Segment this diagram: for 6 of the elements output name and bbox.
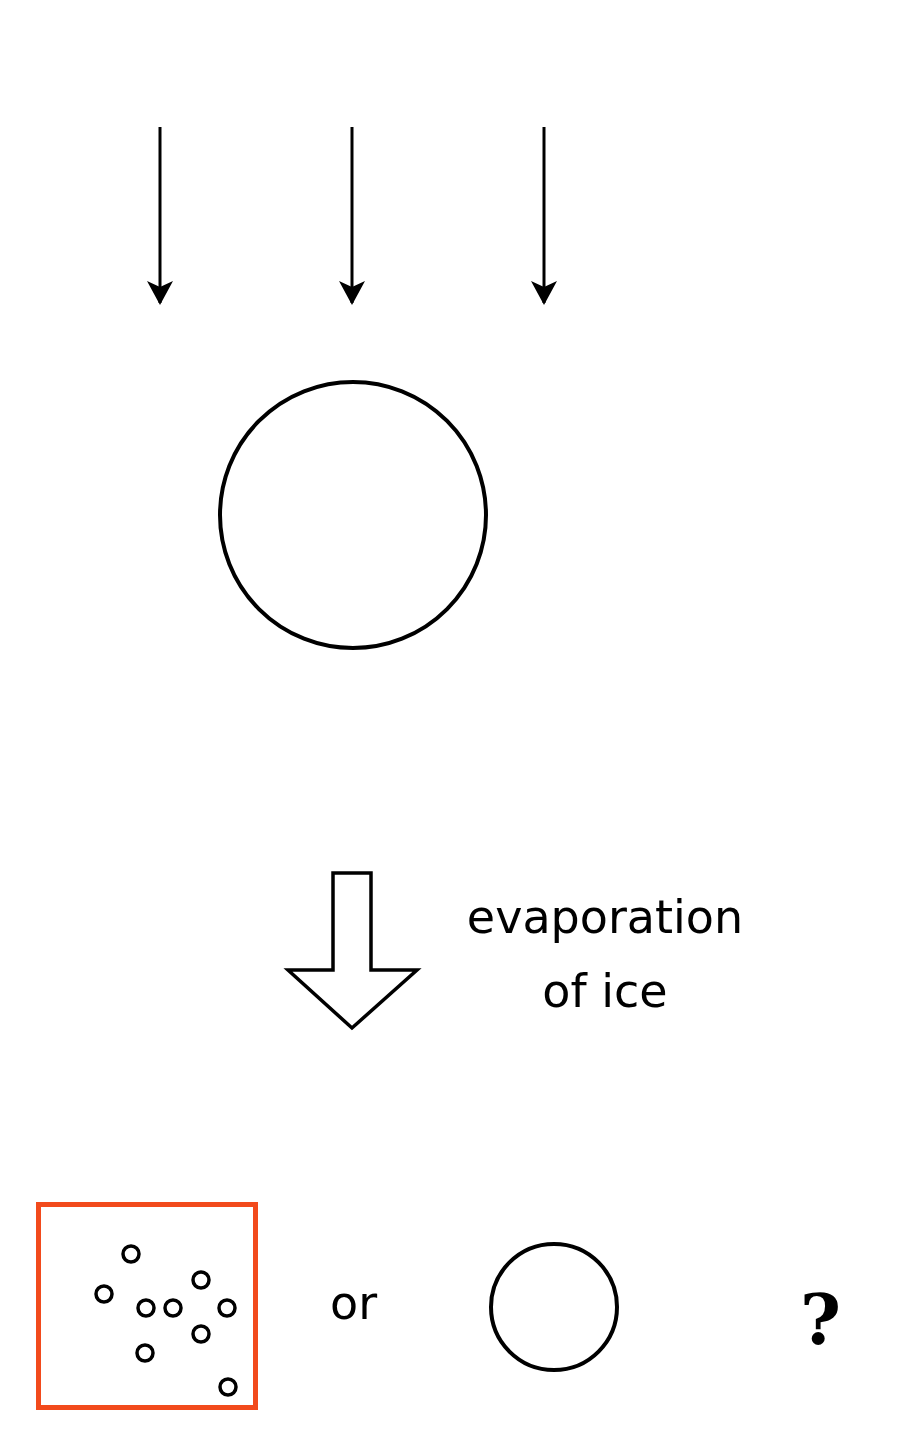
process-label: evaporation of ice (465, 889, 745, 1020)
particle-box (36, 1202, 258, 1410)
or-text: or (330, 1280, 378, 1326)
circle-shape (218, 380, 488, 650)
question-mark: ? (800, 1285, 841, 1355)
circle-shape (489, 1242, 619, 1372)
